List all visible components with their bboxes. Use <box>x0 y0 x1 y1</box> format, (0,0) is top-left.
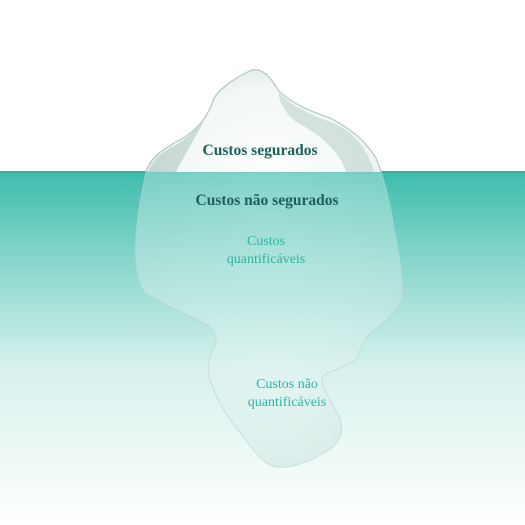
label-non-quantifiable-line1: Custos não <box>256 377 318 392</box>
label-quantifiable: Custos quantificáveis <box>196 233 336 269</box>
label-below-water: Custos não segurados <box>195 192 339 209</box>
iceberg-submerged <box>134 172 403 468</box>
iceberg-shade-left <box>148 100 214 172</box>
label-non-quantifiable: Custos não quantificáveis <box>217 376 357 412</box>
label-above-water: Custos segurados <box>202 142 318 159</box>
iceberg-shade-right <box>278 92 374 172</box>
label-quantifiable-line1: Custos <box>246 234 286 249</box>
label-quantifiable-line2: quantificáveis <box>226 252 306 267</box>
label-non-quantifiable-line2: quantificáveis <box>247 395 327 410</box>
iceberg-above-water <box>145 69 382 172</box>
